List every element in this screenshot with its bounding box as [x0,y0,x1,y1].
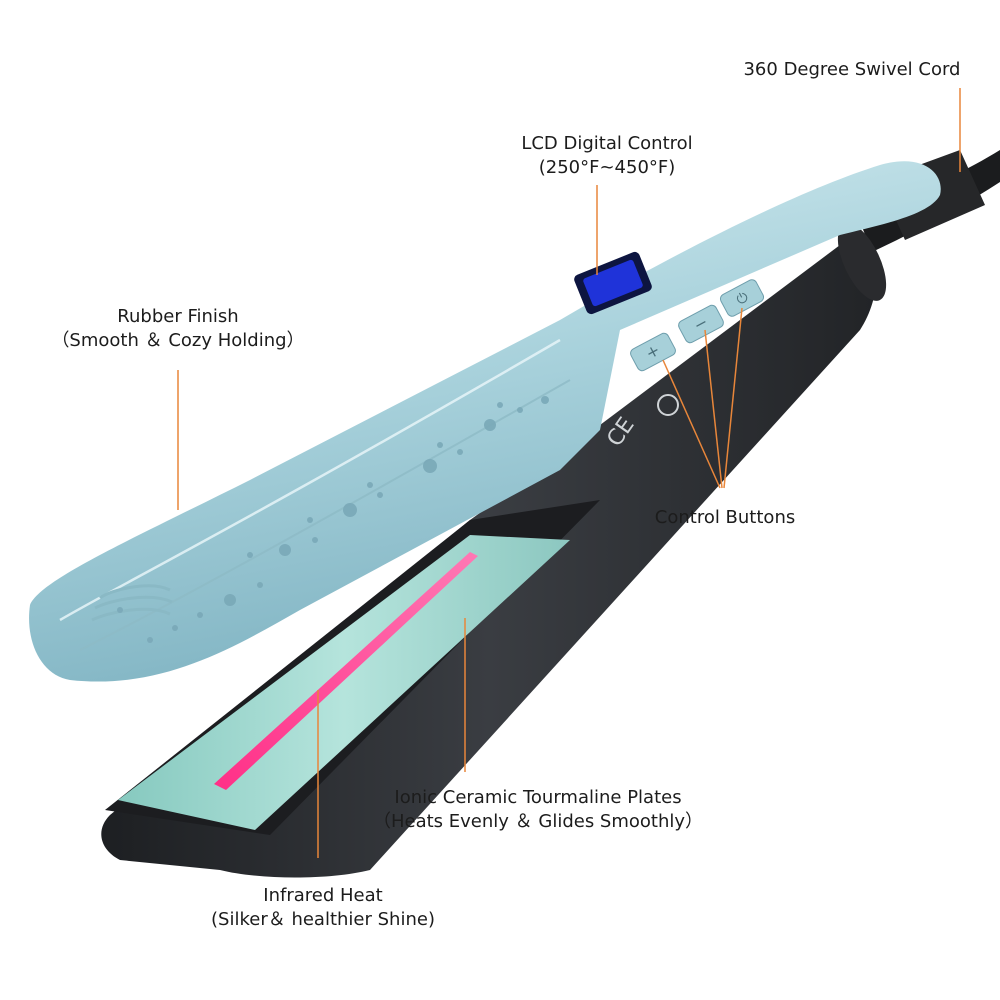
callout-title: Control Buttons [654,507,796,528]
callout-swivel-cord: 360 Degree Swivel Cord [712,58,992,82]
callout-plates: Ionic Ceramic Tourmaline Plates （Heats E… [348,786,728,834]
rohs-mark [657,394,679,416]
button-minus [678,304,724,344]
callout-subtitle: （Heats Evenly ＆ Glides Smoothly） [372,811,704,832]
infrared-strip [214,552,478,790]
callout-subtitle: （Smooth ＆ Cozy Holding） [51,330,305,351]
callout-control-buttons: Control Buttons [630,506,820,530]
body-ridge [91,607,171,622]
callout-subtitle: (Silker＆ healthier Shine) [211,909,435,930]
button-power [719,279,765,317]
button-plus [630,332,676,372]
control-button-group: + − ⏻ [630,279,765,372]
callout-infrared-heat: Infrared Heat (Silker＆ healthier Shine) [178,884,468,932]
callout-title: Ionic Ceramic Tourmaline Plates [394,787,682,808]
leader-button-3 [723,307,743,489]
hinge-knob [837,223,887,301]
leader-lines [177,88,961,858]
ceramic-plate [118,535,570,830]
callout-lcd-control: LCD Digital Control (250°F~450°F) [497,132,717,180]
body-ridge [99,584,171,600]
callout-rubber-finish: Rubber Finish （Smooth ＆ Cozy Holding） [28,305,328,353]
leader-button-1 [662,359,721,489]
body-ridge [94,595,173,610]
upper-arm-body [29,161,941,682]
callout-title: Rubber Finish [117,306,239,327]
callout-title: Infrared Heat [263,885,383,906]
body-ridge [79,379,571,651]
callout-subtitle: (250°F~450°F) [538,157,676,178]
lcd-screen [583,259,643,307]
callout-title: 360 Degree Swivel Cord [743,59,961,80]
callout-title: LCD Digital Control [521,133,693,154]
body-ridge [59,338,561,622]
grip-dimples [117,396,549,643]
leader-button-2 [704,329,723,489]
